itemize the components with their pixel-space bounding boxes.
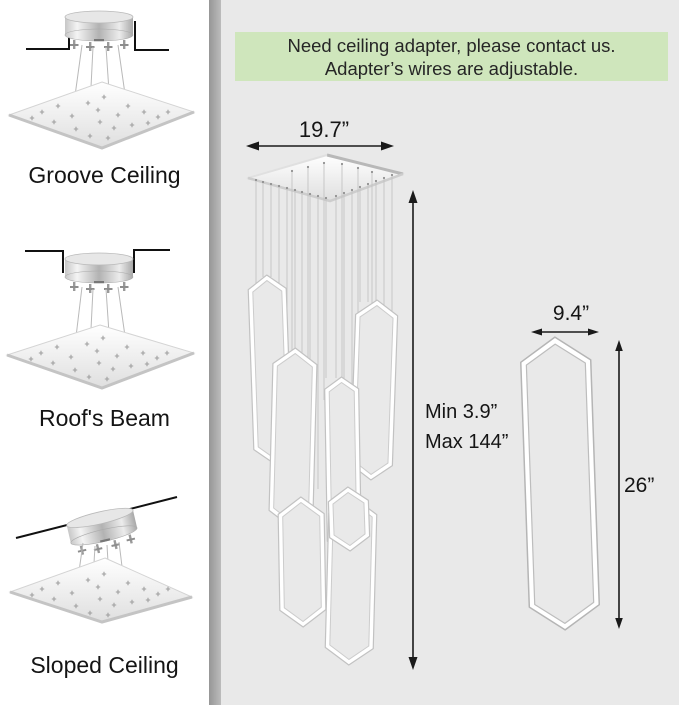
canopy-plate — [5, 324, 196, 389]
plate-edge — [6, 351, 195, 390]
ring-outer — [349, 299, 399, 481]
height-max-label: Max 144” — [425, 431, 508, 453]
wire-connector-dot — [261, 180, 265, 184]
wire-connector-dot — [390, 173, 394, 177]
wire-connector-dot — [350, 188, 354, 192]
main-canopy — [246, 153, 405, 203]
ceiling-canopy-icon — [64, 503, 142, 560]
pendant-ring — [324, 496, 378, 666]
beam-line-right — [133, 249, 170, 273]
pendant-height-dimension: 26” — [615, 340, 654, 629]
wire-connector-dot — [290, 169, 294, 173]
ring-outer — [324, 376, 362, 554]
wire-connector-dot — [370, 170, 374, 174]
suspension-wires — [254, 161, 394, 540]
ring-inner — [329, 502, 373, 660]
wire-connector-dot — [382, 176, 386, 180]
canopy-width-dimension: 19.7” — [246, 117, 394, 151]
wire-connector-dot — [356, 166, 360, 170]
sloped-ceiling-illustration — [8, 496, 194, 624]
wire-connector-dot — [254, 178, 258, 182]
wire-connector-dot — [334, 194, 338, 198]
sidebar-item-roofs-beam: Roof's Beam — [39, 405, 170, 431]
sidebar-item-sloped-ceiling: Sloped Ceiling — [30, 652, 179, 678]
pendant-ring — [349, 299, 399, 481]
banner-line-1: Need ceiling adapter, please contact us. — [287, 34, 616, 56]
mounting-illustrations — [5, 10, 196, 624]
vertical-divider — [209, 0, 221, 705]
wire-connector-dot — [285, 186, 289, 190]
ring-inner — [282, 502, 322, 622]
ring-outer — [327, 486, 371, 552]
ring-inner — [252, 280, 288, 458]
wire-connector-dot — [293, 188, 297, 192]
canopy-plate — [8, 557, 194, 623]
ring-outer — [277, 496, 327, 628]
groove-line-right — [134, 21, 169, 51]
pendant-detail — [520, 336, 601, 631]
pendant-ring — [247, 274, 293, 464]
wire-connector-dot — [316, 194, 320, 198]
pendant-ring — [324, 376, 362, 554]
pendant-width-dimension: 9.4” — [531, 302, 599, 336]
plate-edge — [9, 590, 193, 624]
arrow-down-icon — [408, 657, 418, 670]
wire-connector-dot — [277, 184, 281, 188]
wire-connector-dot — [366, 182, 370, 186]
ring-inner — [332, 492, 366, 546]
wire-connector-dot — [340, 162, 344, 166]
roofs-beam-illustration — [5, 249, 196, 390]
height-dimension: Min 3.9” Max 144” — [408, 190, 508, 670]
wire-connector-dot — [306, 165, 310, 169]
height-min-label: Min 3.9” — [425, 401, 497, 423]
pendant-ring — [268, 347, 318, 528]
ceiling-canopy-icon — [64, 10, 134, 52]
banner-line-2: Adapter’s wires are adjustable. — [324, 57, 579, 79]
wire-connector-dot — [269, 182, 273, 186]
wire-connector-dot — [322, 161, 326, 165]
canopy-width-label: 19.7” — [299, 117, 349, 142]
arrow-right-icon — [588, 328, 599, 336]
arrow-up-icon — [615, 340, 623, 351]
plate-edge — [8, 110, 195, 150]
arrow-right-icon — [381, 141, 394, 151]
wire-connector-dot — [324, 196, 328, 200]
ring-inner — [354, 305, 394, 475]
arrow-up-icon — [408, 190, 418, 203]
pendant-height-label: 26” — [624, 474, 654, 497]
wire-connector-dot — [374, 179, 378, 183]
wire-connector-dot — [358, 185, 362, 189]
ceiling-canopy-icon — [64, 252, 134, 294]
mounting-options-sidebar: Groove Ceiling Roof's Beam Sloped Ceilin… — [0, 0, 209, 705]
ring-inner — [328, 382, 358, 548]
ring-inner — [525, 343, 595, 625]
adapter-notice-banner: Need ceiling adapter, please contact us.… — [235, 32, 668, 81]
pendant-width-label: 9.4” — [553, 302, 589, 325]
arrow-left-icon — [246, 141, 259, 151]
ring-outer — [268, 347, 318, 528]
wire-connector-dot — [342, 191, 346, 195]
canopy-plate — [7, 81, 196, 149]
pendant-ring — [277, 496, 327, 628]
sidebar-item-groove-ceiling: Groove Ceiling — [28, 162, 181, 188]
ring-outer — [247, 274, 293, 464]
wire-connector-dot — [300, 190, 304, 194]
wire-connector-dot — [308, 192, 312, 196]
arrow-left-icon — [531, 328, 542, 336]
pendant-ring — [327, 486, 371, 552]
beam-line-left — [25, 250, 64, 273]
groove-ceiling-illustration — [7, 10, 196, 150]
pendant-rings — [247, 274, 399, 666]
arrow-down-icon — [615, 618, 623, 629]
ring-outer — [324, 496, 378, 666]
ring-outer — [520, 336, 601, 631]
groove-line-left — [26, 21, 70, 50]
ring-inner — [273, 353, 313, 522]
